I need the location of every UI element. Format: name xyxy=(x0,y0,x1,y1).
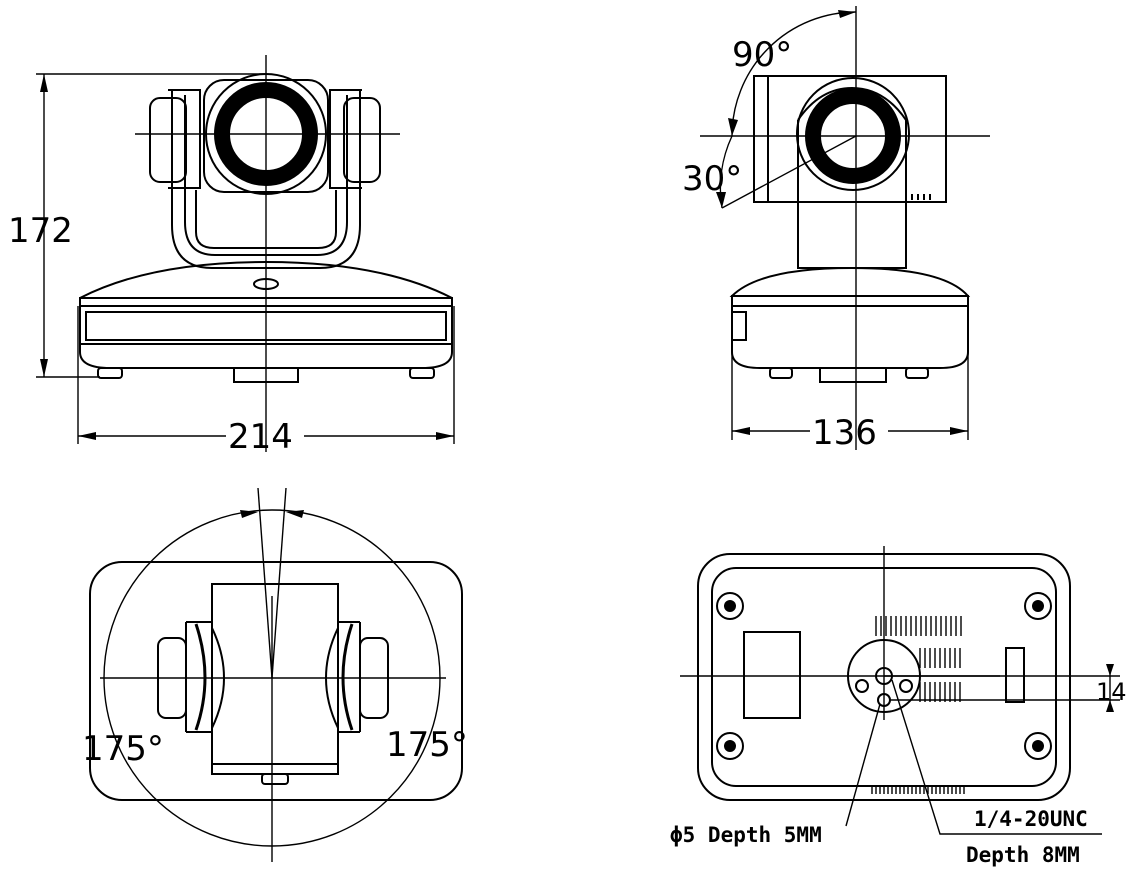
bottom-hole-note: ϕ5 Depth 5MM xyxy=(670,823,822,847)
side-tilt-up-arc xyxy=(731,11,857,137)
bottom-vent-slots xyxy=(871,616,965,794)
front-right-knob xyxy=(343,97,381,183)
top-view: 175° 175° xyxy=(82,487,468,862)
side-tilt-up-label: 90° xyxy=(732,35,792,75)
bottom-thread-note-line2: Depth 8MM xyxy=(966,843,1080,867)
front-left-knob xyxy=(149,97,187,183)
bottom-view: 14 ϕ5 Depth 5MM 1/4-20UNC Depth 8MM xyxy=(670,546,1127,867)
bottom-thread-note-line1: 1/4-20UNC xyxy=(974,807,1088,831)
side-base-top xyxy=(729,266,971,297)
bottom-hole-leader xyxy=(845,703,881,827)
side-camera-head xyxy=(753,75,947,203)
front-height-label: 172 xyxy=(8,211,73,251)
front-view: 172 214 xyxy=(8,55,455,457)
bottom-offset-label: 14 xyxy=(1096,678,1127,706)
front-width-label: 214 xyxy=(228,417,293,457)
top-pan-limit-left xyxy=(257,487,273,679)
bottom-switch xyxy=(1005,647,1025,703)
bottom-label-plate xyxy=(743,631,801,719)
side-tilt-down-label: 30° xyxy=(682,159,742,199)
top-camera-head xyxy=(211,583,339,775)
side-tilt-down-line xyxy=(721,135,857,209)
side-base-body xyxy=(731,306,969,369)
side-view: 90° 30° 136 xyxy=(682,6,990,453)
top-pan-left-label: 175° xyxy=(82,729,164,769)
top-pan-limit-right xyxy=(271,487,287,679)
top-pan-right-label: 175° xyxy=(386,725,468,765)
top-base-outline xyxy=(89,561,463,801)
side-depth-label: 136 xyxy=(812,413,877,453)
bottom-thread-leader xyxy=(891,679,1102,835)
